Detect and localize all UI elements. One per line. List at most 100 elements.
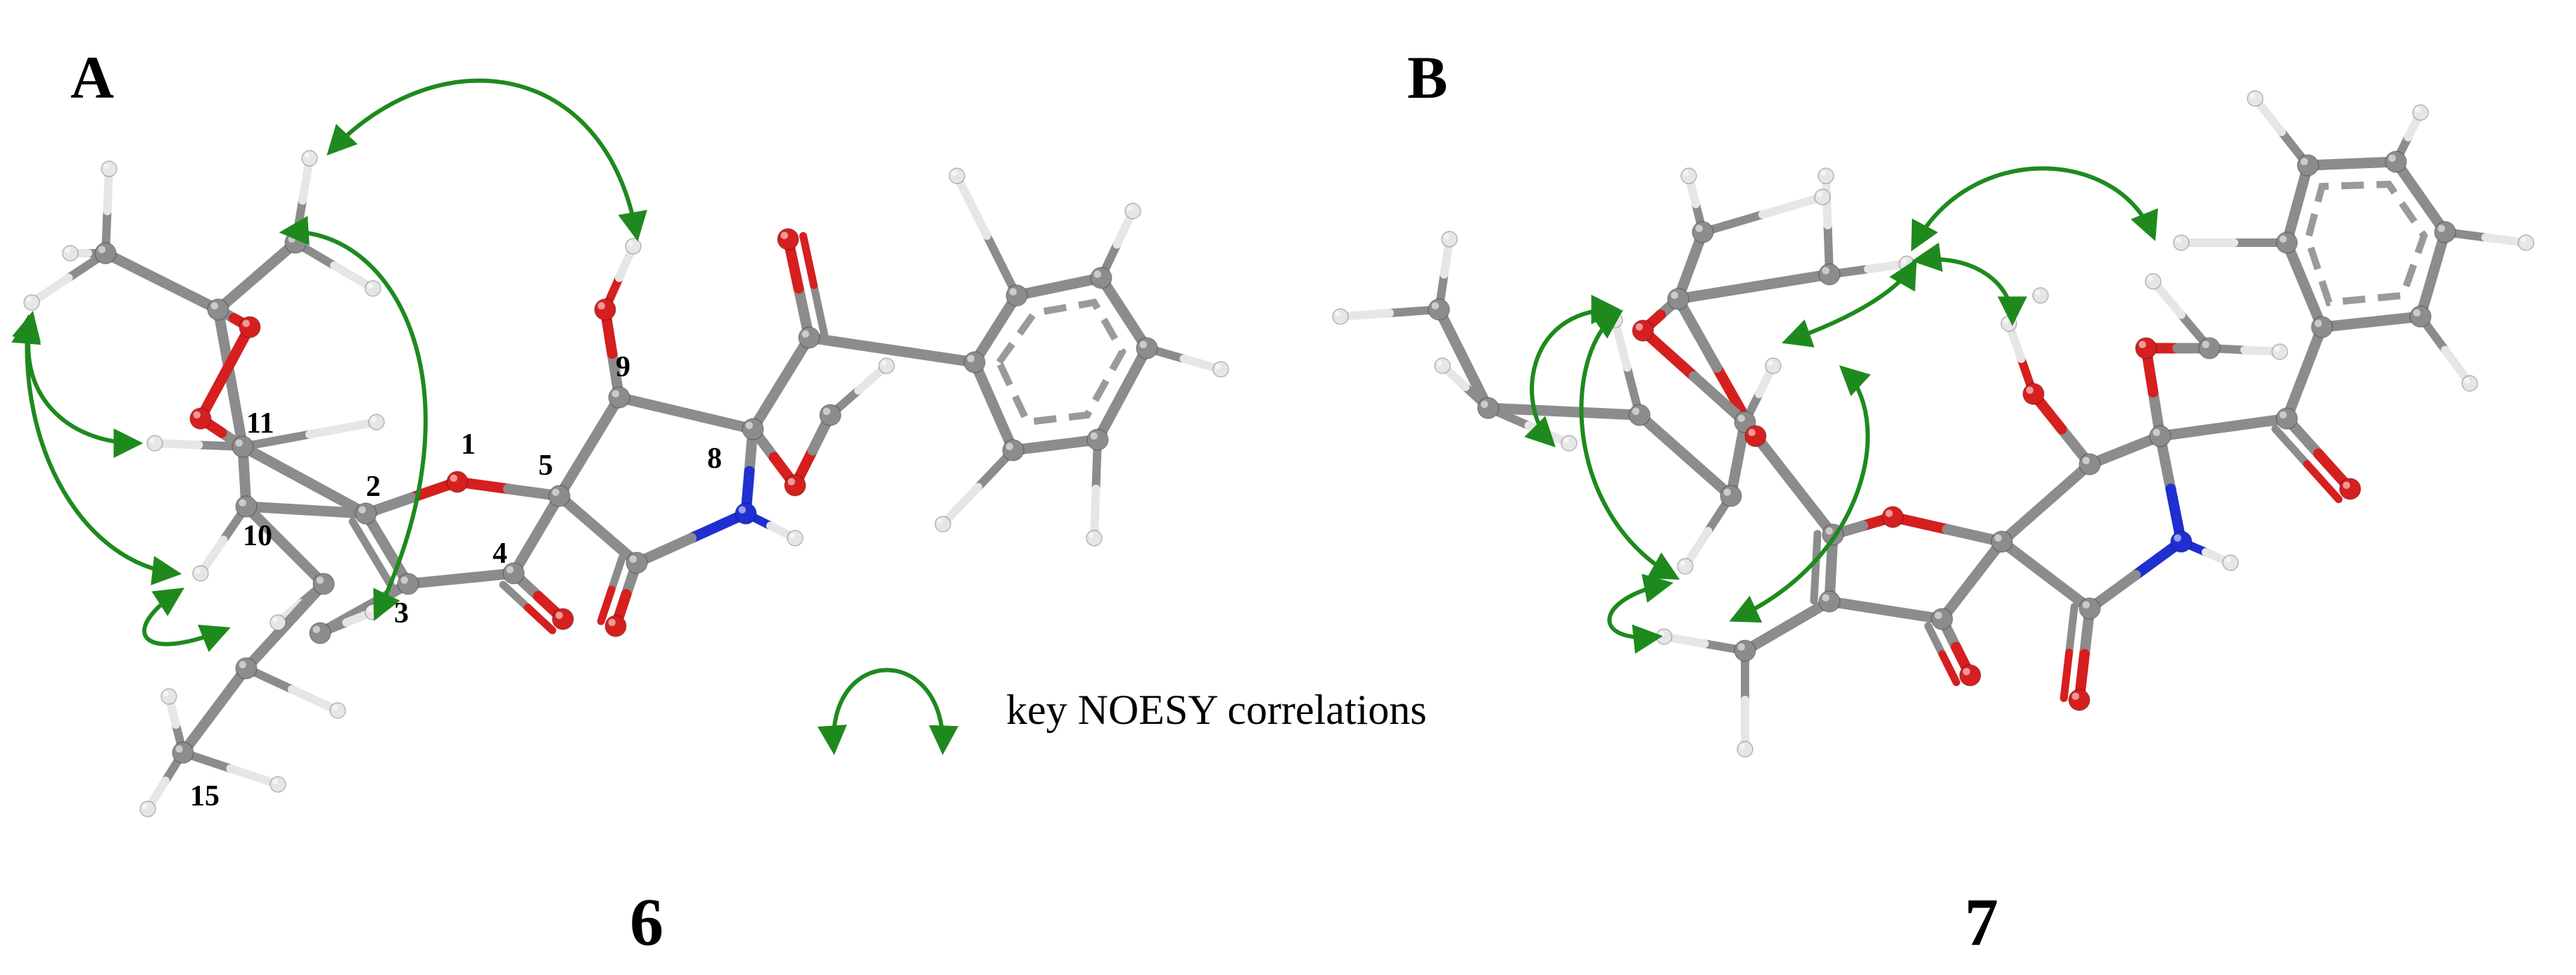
mol-b-atom-H3a (1656, 628, 1673, 645)
mol-a-atom-HN (787, 530, 804, 547)
mol-a-atom-C12 (207, 298, 229, 321)
mol-b-atom-C13 (1692, 221, 1714, 243)
mol-b-atom-O8b (2135, 337, 2157, 359)
mol-a-atom-C11 (231, 435, 254, 458)
mol-a-atom-C3 (397, 573, 419, 595)
mol-a-bond (288, 685, 342, 715)
atom-number-label: 11 (246, 407, 274, 440)
mol-b-atom-H17b (1561, 435, 1578, 452)
mol-a-atom-H16 (269, 614, 286, 631)
mol-a-aromatic-ring (995, 298, 1127, 426)
mol-b-atom-H18b (1441, 231, 1458, 248)
mol-a-bond (614, 392, 692, 419)
mol-b-atom-PH3 (2247, 90, 2264, 107)
mol-b-atom-O4 (1959, 664, 1981, 687)
mol-b-atom-Ph2 (2276, 231, 2298, 254)
mol-b-bond (1749, 269, 1835, 292)
compound-number-6: 6 (630, 884, 664, 960)
mol-a-atom-H10b (368, 414, 385, 431)
mol-b-aromatic-ring (2304, 180, 2428, 307)
atom-number-label: 10 (243, 520, 272, 552)
atom-number-label: 15 (190, 780, 220, 812)
mol-b-atom-Ph5 (2434, 221, 2456, 243)
mol-b-atom-Ph3 (2297, 154, 2319, 177)
atom-number-label: 2 (366, 471, 381, 503)
mol-a-atom-PH6 (934, 516, 951, 533)
mol-a-atom-H17 (329, 702, 346, 719)
noesy-arrow (11, 314, 182, 585)
atom-number-label: 1 (461, 428, 476, 461)
mol-a-atom-O7 (604, 615, 627, 637)
mol-a-atom-C8m (819, 404, 842, 426)
mol-a-bond (804, 332, 897, 355)
mol-a-atom-C4 (502, 562, 525, 585)
mol-a-atom-C15 (172, 741, 194, 764)
panel-b-label: B (1407, 44, 1448, 111)
mol-b-atom-C8 (2149, 425, 2171, 447)
mol-b-atom-C4 (1931, 608, 1953, 630)
atom-number-label: 5 (538, 450, 553, 482)
mol-a-atom-H13c (62, 245, 79, 262)
mol-a-atom-O8b (784, 474, 806, 497)
mol-a-atom-O12 (239, 316, 261, 338)
mol-a-double-bond (799, 231, 818, 289)
mol-a-atom-H11 (146, 435, 163, 452)
mol-b-atom-C18 (1428, 298, 1450, 321)
noesy-arrow (1729, 365, 1871, 623)
mol-a-atom-PH5 (1086, 530, 1103, 547)
mol-a-atom-C5 (548, 485, 571, 507)
mol-a-bond (226, 764, 282, 789)
mol-a-atom-H15a (160, 688, 177, 705)
legend-arrow-icon (817, 668, 959, 756)
mol-b-bond (2218, 413, 2292, 433)
mol-b-atom-C17 (1477, 397, 1499, 419)
mol-a-atom-C13 (94, 242, 117, 265)
mol-b-atom-PH4 (2412, 104, 2429, 121)
mol-b-atom-H8m (2271, 343, 2288, 360)
mol-a-atom-C16 (312, 573, 335, 595)
mol-a-bond (225, 373, 248, 452)
mol-a-bond (305, 418, 381, 439)
mol-b-bond (1673, 293, 1722, 373)
mol-b-atom-HN (2222, 554, 2239, 571)
mol-a-atom-O4 (552, 608, 574, 630)
mol-b-double-bond (2060, 648, 2074, 702)
mol-a-double-bond (524, 604, 557, 635)
mol-a-atom-H13 (101, 160, 118, 177)
mol-b-atom-O7 (2068, 689, 2090, 711)
mol-a-bond (982, 231, 1021, 300)
mol-a-atom-Ph2 (1005, 284, 1028, 307)
mol-b-atom-O8a (2339, 478, 2361, 500)
mol-b-double-bond (2271, 425, 2311, 469)
noesy-arrow (326, 78, 647, 242)
mol-a-atom-H10 (192, 565, 209, 582)
mol-a-atom-C10 (235, 495, 258, 518)
mol-a-atom-Ph4 (1136, 337, 1158, 359)
legend-label: key NOESY correlations (1006, 687, 1427, 733)
mol-a-atom-H14 (301, 150, 318, 167)
atom-number-label: 4 (493, 537, 507, 570)
mol-b-bond (1336, 309, 1394, 321)
mol-b-atom-H9 (2032, 287, 2049, 304)
mol-a-atom-C3m (309, 622, 331, 644)
mol-b-atom-H3b (1737, 741, 1753, 758)
mol-b-atom-O1 (1882, 506, 1904, 528)
mol-a-atom-Ph6 (1002, 439, 1024, 461)
mol-b-atom-Ph1 (2311, 316, 2333, 338)
mol-a-atom-O1 (446, 471, 469, 493)
mol-b-atom-H8n (2145, 273, 2162, 290)
mol-a-atom-Ph3 (1090, 267, 1112, 289)
mol-a-atom-PH4 (1212, 361, 1229, 378)
atom-number-label: 8 (707, 442, 722, 475)
compound-number-7: 7 (1965, 884, 1998, 960)
mol-a-bond (887, 345, 980, 368)
mol-b-atom-C8a (2276, 407, 2298, 430)
mol-a-atom-Ph5 (1086, 428, 1109, 451)
mol-b-atom-H11 (1765, 357, 1782, 374)
mol-b-atom-Ph6 (2409, 305, 2432, 328)
mol-a-atom-C8a (798, 326, 820, 349)
mol-a-atom-H13b (23, 294, 40, 311)
mol-b-bond (1559, 406, 1645, 421)
noesy-arrow (1524, 295, 1621, 447)
